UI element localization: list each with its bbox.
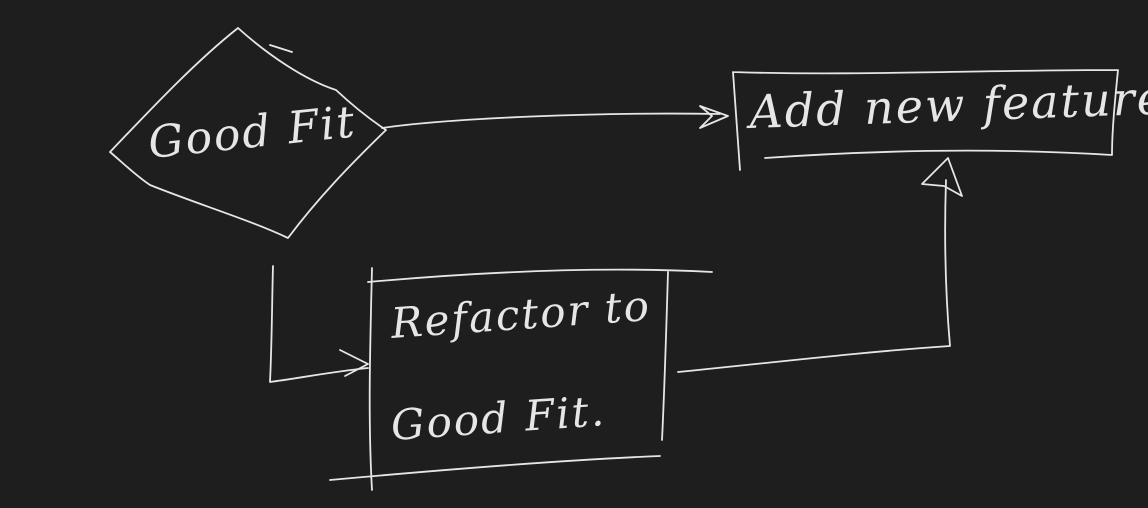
feature-node: Add new feature. bbox=[732, 69, 1148, 171]
feature-label: Add new feature. bbox=[745, 70, 1148, 139]
arrowhead-icon bbox=[699, 105, 729, 129]
arrow-refactor-to-feature bbox=[677, 157, 963, 373]
decision-label: Good Fit bbox=[146, 96, 359, 169]
refactor-label-line1: Refactor to bbox=[388, 281, 652, 348]
arrowhead-icon bbox=[921, 157, 963, 197]
arrowhead-icon bbox=[339, 349, 369, 377]
refactor-node: Refactor to Good Fit. bbox=[329, 267, 713, 491]
decision-diamond-shape bbox=[109, 27, 387, 239]
refactor-box-shape bbox=[329, 267, 713, 491]
decision-node: Good Fit bbox=[109, 27, 387, 239]
arrow-yes bbox=[381, 105, 729, 129]
refactor-label-line2: Good Fit. bbox=[389, 386, 607, 450]
arrow-no bbox=[269, 265, 369, 383]
feature-box-shape bbox=[732, 69, 1119, 171]
